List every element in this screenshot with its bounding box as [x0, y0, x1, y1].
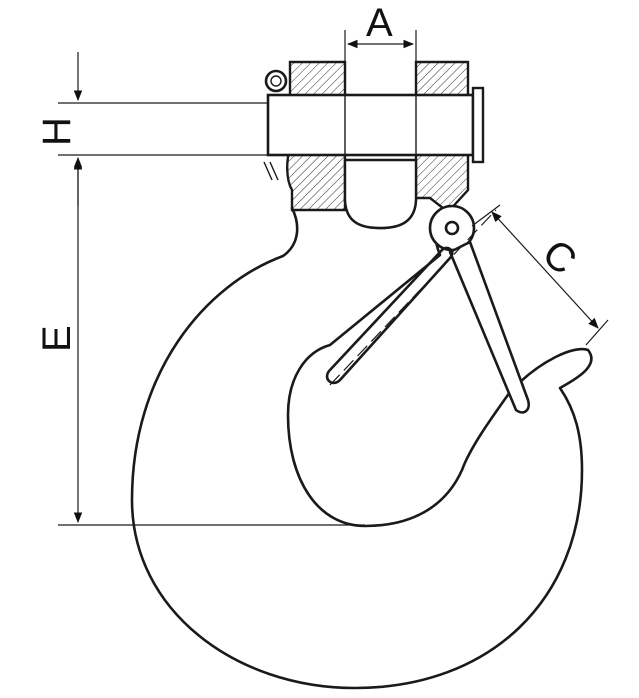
- dimension-c-line: [491, 211, 599, 329]
- dimension-a-label: A: [366, 1, 393, 45]
- latch-spring-slot: [325, 246, 454, 385]
- safety-latch-arm: [448, 240, 530, 414]
- dimension-h-label: H: [35, 117, 79, 146]
- latch-centerline: [329, 209, 497, 386]
- cotter-pin-ring: [264, 69, 288, 93]
- clevis-pin-end-cap: [471, 86, 485, 164]
- clevis-throat: [343, 158, 418, 230]
- latch-pivot-pin: [444, 220, 460, 236]
- hook-body-outline: [130, 206, 593, 690]
- dimension-e-label: E: [35, 325, 79, 352]
- dimension-c-label: C: [534, 231, 584, 283]
- clevis-pin: [266, 93, 475, 157]
